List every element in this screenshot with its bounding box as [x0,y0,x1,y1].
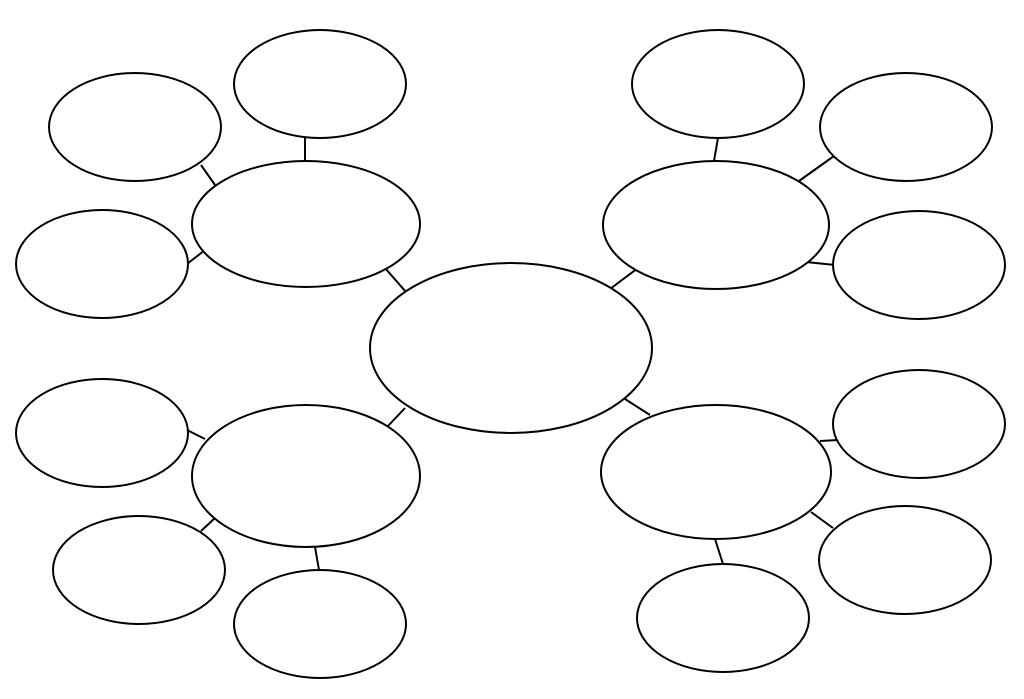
connector-tr-lower-right [805,261,836,266]
connector-tr-upper-right [798,155,835,182]
leaf-bubble [15,378,189,488]
branch-top-right [602,29,1006,320]
central-node [369,262,653,434]
leaf-bubble [631,29,805,139]
branch-bottom-right [600,369,1006,673]
leaf-bubble [818,505,992,615]
branch-bubble [600,404,832,540]
connectors [186,137,839,571]
connector-tl-lower-left [186,249,206,265]
leaf-bubble [15,209,189,319]
central-bubble [369,262,653,434]
leaf-bubble [819,72,993,182]
leaf-bubble [233,29,407,139]
leaf-bubble [52,515,226,625]
connector-center-bottom-left [387,407,406,427]
branch-bubble [602,160,830,290]
leaf-bubble [48,72,222,182]
branch-bubble [191,404,421,548]
connector-bl-bottom [314,546,320,571]
connector-center-top-left [384,267,407,293]
connector-bl-lower-left [200,517,216,532]
branch-bubble [191,160,421,288]
leaf-bubble [832,369,1006,479]
connector-tr-top [713,137,719,162]
connector-bl-upper-left [186,429,206,440]
connector-center-top-right [609,267,639,290]
leaf-bubble [233,569,407,679]
connector-tl-upper-left [200,164,216,186]
branch-top-left [15,29,421,319]
connector-br-upper-right [819,439,839,442]
connector-br-lower-right [810,511,834,529]
leaf-bubble [832,210,1006,320]
branch-bottom-left [15,378,421,679]
connector-br-bottom [714,538,724,565]
connector-center-bottom-right [624,398,651,416]
leaf-bubble [636,563,810,673]
